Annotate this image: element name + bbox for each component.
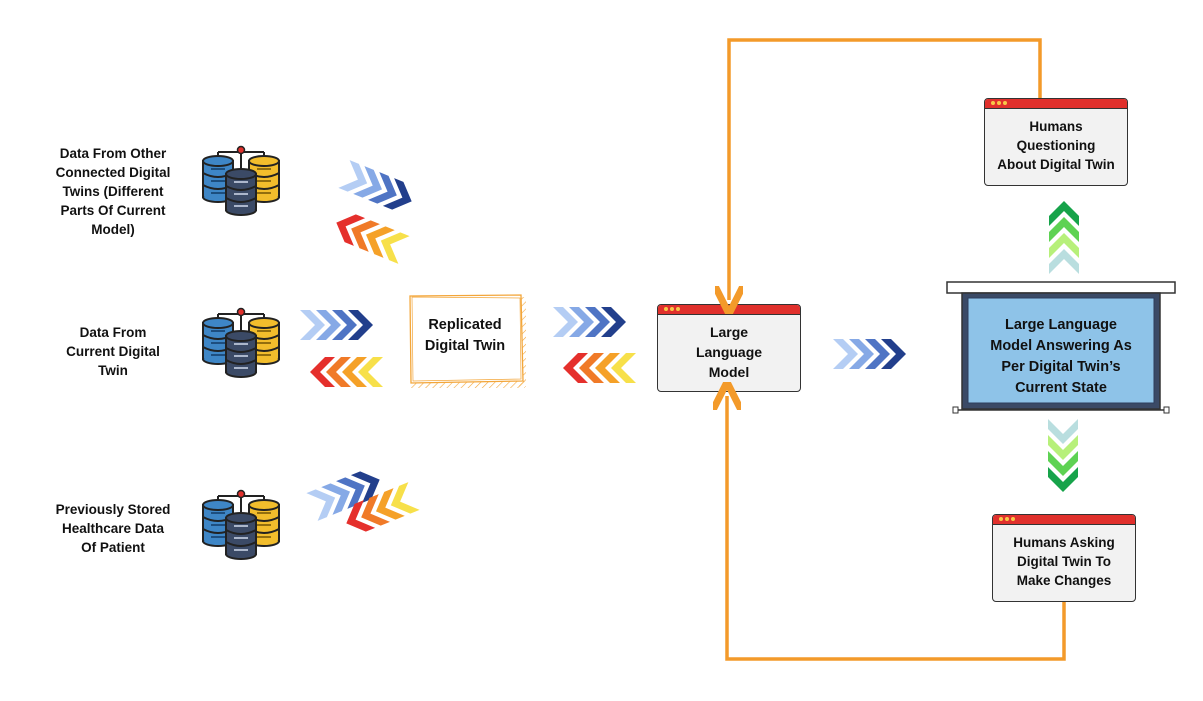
chevron-arrow-icon <box>336 214 366 246</box>
chevron-arrow-icon <box>390 482 420 514</box>
chevron-arrow-icon <box>553 307 578 337</box>
humans-changes-label: Humans Asking <box>1013 535 1115 550</box>
chevron-arrow-icon <box>342 357 367 387</box>
label-line: Connected Digital <box>55 165 171 180</box>
llm-label: Large <box>709 324 749 340</box>
humans-changes-label: Make Changes <box>1016 573 1112 588</box>
chevron-arrow-icon <box>332 310 357 340</box>
source-label-connected-twins: Data From Other Connected Digital Twins … <box>40 144 186 239</box>
chevron-arrow-icon <box>579 353 604 383</box>
chevron-arrow-icon <box>601 307 626 337</box>
label-line: Of Patient <box>81 540 145 555</box>
chevron-arrow-icon <box>833 339 858 369</box>
database-cluster-icon <box>202 307 280 378</box>
label-line: Current Digital <box>66 344 160 359</box>
chevron-arrow-icon <box>1049 249 1079 274</box>
chevron-arrow-icon <box>353 166 383 198</box>
chevron-arrow-icon <box>1048 419 1078 444</box>
chevron-group-warm-top <box>336 214 410 264</box>
chevron-arrow-icon <box>338 160 368 192</box>
chevron-arrow-icon <box>382 178 412 210</box>
label-line: Healthcare Data <box>61 521 165 536</box>
llm-label: Language <box>695 344 763 360</box>
humans-question-label: Humans <box>1029 119 1083 134</box>
label-line: Previously Stored <box>55 502 171 517</box>
chevron-arrow-icon <box>310 357 335 387</box>
source-label-current-twin: Data From Current Digital Twin <box>40 323 186 380</box>
screen-label: Large Language <box>1005 317 1117 333</box>
chevron-arrow-icon <box>1049 233 1079 258</box>
label-line: Model) <box>91 222 135 237</box>
loop-line-bottom <box>727 396 1066 661</box>
chevron-arrow-icon <box>326 357 351 387</box>
chevron-arrow-icon <box>380 232 410 264</box>
screen-label: Model Answering As <box>990 338 1132 354</box>
label-line: Parts Of Current <box>60 203 166 218</box>
chevron-arrow-icon <box>1048 467 1078 492</box>
chevron-arrow-icon <box>865 339 890 369</box>
label-line: Twin <box>98 363 128 378</box>
database-cluster-icon <box>202 145 280 216</box>
chevron-arrow-icon <box>375 488 405 520</box>
projection-screen-icon <box>946 281 1176 414</box>
label-line: Data From <box>79 325 147 340</box>
label-line: Data From Other <box>59 146 167 161</box>
chevron-arrow-icon <box>361 494 390 526</box>
screen-label: Current State <box>1015 380 1107 396</box>
chevron-arrow-icon <box>321 483 351 515</box>
chevron-arrow-icon <box>611 353 636 383</box>
chevron-arrow-icon <box>569 307 594 337</box>
chevron-arrow-icon <box>336 477 365 509</box>
chevron-arrow-icon <box>306 489 336 521</box>
chevron-arrow-icon <box>1048 451 1078 476</box>
chevron-arrow-icon <box>595 353 620 383</box>
humans-changes-label: Digital Twin To <box>1017 554 1111 569</box>
loop-line-top <box>729 38 1042 300</box>
chevron-arrow-icon <box>358 357 383 387</box>
replicated-twin-box: Replicated Digital Twin <box>407 293 527 389</box>
chevron-arrow-icon <box>351 220 380 252</box>
projection-screen: Large Language Model Answering As Per Di… <box>946 281 1176 417</box>
chevron-arrow-icon <box>585 307 610 337</box>
source-label-stored-data: Previously Stored Healthcare Data Of Pat… <box>40 500 186 557</box>
replicated-twin-label: Replicated <box>428 317 502 333</box>
chevron-arrow-icon <box>563 353 588 383</box>
humans-question-label: Questioning <box>1016 138 1096 153</box>
window-title-bar <box>993 515 1135 525</box>
llm-label: Model <box>708 364 750 380</box>
chevron-group-warm-mid1 <box>310 357 383 387</box>
chevron-arrow-icon <box>368 172 397 204</box>
chevron-arrow-icon <box>1049 201 1079 226</box>
chevron-group-blue-bottom <box>306 471 380 521</box>
chevron-group-blue-top <box>338 160 412 210</box>
chevron-group-green-up <box>1049 201 1079 274</box>
screen-label: Per Digital Twin’s <box>1001 359 1121 375</box>
chevron-arrow-icon <box>316 310 341 340</box>
chevron-group-blue-mid3 <box>833 339 906 369</box>
chevron-arrow-icon <box>300 310 325 340</box>
chevron-group-warm-bottom <box>346 482 420 532</box>
chevron-arrow-icon <box>346 500 376 532</box>
chevron-arrow-icon <box>350 471 380 503</box>
database-cluster-icon <box>202 489 280 560</box>
chevron-arrow-icon <box>881 339 906 369</box>
sketch-box-icon <box>409 294 526 388</box>
window-title-bar <box>985 99 1127 109</box>
chevron-arrow-icon <box>849 339 874 369</box>
humans-questioning-window: Humans Questioning About Digital Twin <box>984 98 1128 186</box>
chevron-group-blue-mid1 <box>300 310 373 340</box>
chevron-arrow-icon <box>1048 435 1078 460</box>
humans-question-label: About Digital Twin <box>997 157 1115 172</box>
replicated-twin-label: Digital Twin <box>424 338 506 354</box>
chevron-arrow-icon <box>1049 217 1079 242</box>
chevron-group-green-down <box>1048 419 1078 492</box>
label-line: Twins (Different <box>62 184 164 199</box>
chevron-group-blue-mid2 <box>553 307 626 337</box>
chevron-group-warm-mid2 <box>563 353 636 383</box>
chevron-arrow-icon <box>348 310 373 340</box>
chevron-arrow-icon <box>365 226 395 258</box>
humans-changes-window: Humans Asking Digital Twin To Make Chang… <box>992 514 1136 602</box>
